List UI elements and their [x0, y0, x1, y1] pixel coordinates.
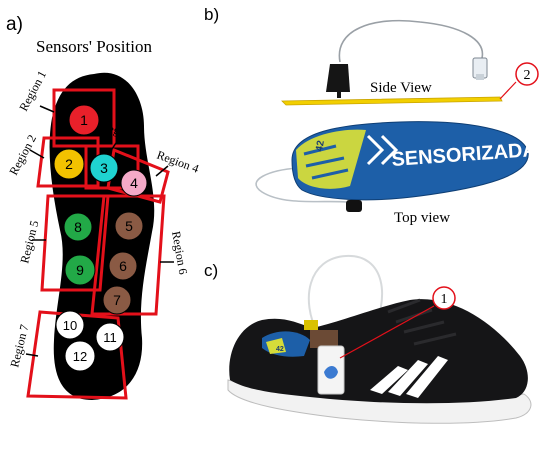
sensors: 1 2 3 4 8 9 5 6 7 10 11 12	[53, 104, 148, 372]
side-view-photo: Side View 2	[281, 19, 539, 106]
module-cap	[310, 330, 338, 348]
sensor-2-label: 2	[65, 156, 73, 172]
top-cable	[255, 167, 347, 203]
sensor-3: 3	[89, 153, 119, 183]
panel-c: c) 42	[204, 254, 532, 424]
sensor-7: 7	[102, 285, 132, 315]
side-sensor-module	[326, 64, 350, 92]
region-5-box	[40, 194, 110, 292]
sensor-7-label: 7	[113, 292, 121, 308]
region-4-arrow	[155, 165, 169, 177]
region-1-box	[52, 88, 116, 148]
sensor-2: 2	[53, 148, 85, 180]
sensor-1-dot	[68, 104, 100, 136]
top-insole-size: 42	[314, 139, 327, 152]
sensor-4-dot	[120, 169, 148, 197]
sensor-3-dot	[89, 153, 119, 183]
module-connector	[304, 320, 318, 330]
shoe-upper	[229, 299, 528, 404]
sensor-11-label: 11	[103, 330, 117, 345]
sensor-10-label: 10	[63, 318, 77, 333]
sensor-6-dot	[108, 251, 138, 281]
top-connector	[346, 200, 362, 212]
sensor-7-dot	[102, 285, 132, 315]
sensor-4: 4	[120, 169, 148, 197]
panel-a-title: Sensors' Position	[36, 37, 152, 56]
sensor-9-label: 9	[76, 262, 84, 278]
sensor-9-dot	[64, 254, 96, 286]
sensor-12-dot	[64, 340, 96, 372]
sensor-10: 10	[55, 310, 85, 340]
side-view-label: Side View	[370, 80, 432, 96]
region-2-label: Region 2	[6, 132, 39, 177]
sensor-3-label: 3	[100, 160, 108, 176]
sensor-5: 5	[114, 211, 144, 241]
shoe-insole-size: 42	[276, 346, 284, 353]
sensor-6-label: 6	[119, 258, 127, 274]
sensor-11: 11	[95, 322, 125, 352]
sensor-5-label: 5	[125, 218, 133, 234]
region-1-arrow	[39, 105, 55, 113]
sensor-12: 12	[64, 340, 96, 372]
sensor-5-dot	[114, 211, 144, 241]
sensor-8-dot	[63, 212, 93, 242]
sensor-12-label: 12	[73, 349, 87, 364]
side-insole-strip	[281, 96, 503, 106]
top-view-photo: 42 SENSORIZADA Top view	[255, 121, 538, 226]
side-cable	[338, 19, 484, 63]
region-3-arrow	[109, 139, 119, 153]
sneaker-photo: 42 1	[227, 254, 532, 424]
region-arrows	[25, 105, 174, 357]
panel-a-label: a)	[6, 14, 23, 35]
shoe-cable	[307, 254, 383, 339]
sensor-6: 6	[108, 251, 138, 281]
sensor-1: 1	[68, 104, 100, 136]
sensor-8-label: 8	[74, 219, 82, 235]
shoe-laces	[387, 298, 457, 346]
panel-b: b) Side View 2 42 SENSORIZADA Top view	[204, 5, 539, 226]
region-7-label: Region 7	[7, 323, 31, 369]
region-1-label: Region 1	[16, 68, 49, 113]
region-5-label: Region 5	[17, 219, 41, 265]
shoe-stripes	[370, 356, 448, 398]
rj45-tab	[476, 74, 484, 80]
marker-1-label: 1	[441, 292, 448, 307]
panel-b-label: b)	[204, 5, 219, 24]
region-2-arrow	[29, 149, 45, 159]
region-7-box	[26, 310, 128, 400]
marker-2-label: 2	[524, 68, 531, 83]
marker-1-circle	[432, 286, 456, 310]
sensor-1-label: 1	[80, 112, 88, 128]
region-6-label: Region 6	[169, 230, 190, 275]
sensor-2-dot	[53, 148, 85, 180]
panel-c-label: c)	[204, 261, 218, 280]
sensor-9: 9	[64, 254, 96, 286]
top-view-label: Top view	[394, 210, 450, 226]
region-2-box	[36, 136, 100, 188]
region-7-arrow	[25, 353, 39, 357]
panel-a: a) Sensors' Position Region 1 Re	[6, 14, 201, 400]
sensor-10-dot	[55, 310, 85, 340]
sensor-4-label: 4	[130, 175, 138, 191]
marker-2-circle	[515, 62, 539, 86]
sensor-11-dot	[95, 322, 125, 352]
sensor-8: 8	[63, 212, 93, 242]
region-6-box	[90, 194, 166, 316]
